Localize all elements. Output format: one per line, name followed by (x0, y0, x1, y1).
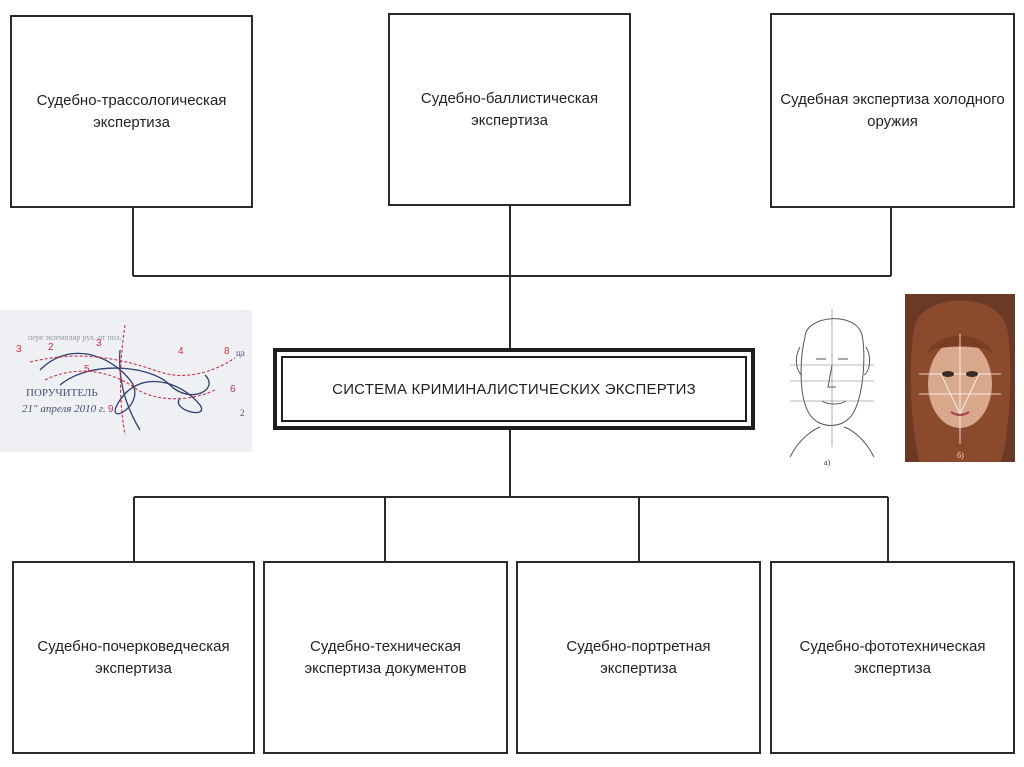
box-handwriting: Судебно-почерковедческая экспертиза (12, 561, 255, 754)
box-phototechnical-line1: Судебно-фототехническая (799, 637, 986, 655)
box-ballistics-line1: Судебно-баллистическая (420, 89, 599, 107)
signature-date: 21" апреля 2010 г. (22, 403, 106, 415)
box-cold-weapons-line2: оружия (867, 112, 918, 130)
portrait-sketch-image: а) (770, 297, 892, 469)
portrait-photo-letter: б) (957, 451, 964, 460)
box-portrait-line1: Судебно-портретная (566, 637, 711, 655)
face-outline (789, 318, 875, 458)
box-portrait-line2: экспертиза (600, 659, 677, 677)
svg-text:8: 8 (224, 346, 230, 357)
box-traceology: Судебно-трассологическая экспертиза (10, 15, 253, 208)
box-document-technical-line1: Судебно-техническая (310, 637, 461, 655)
portrait-sketch-letter: а) (824, 458, 831, 467)
signature-strokes-blue (39, 349, 210, 431)
svg-text:3: 3 (16, 344, 22, 355)
svg-text:9: 9 (108, 404, 114, 415)
svg-text:3: 3 (96, 338, 102, 349)
box-traceology-line2: экспертиза (93, 113, 170, 131)
box-ballistics: Судебно-баллистическая экспертиза (388, 13, 631, 206)
signature-faint-line: пере экземпляр рук. от пол. (28, 333, 122, 342)
signature-side-mark-1: ца (236, 348, 245, 358)
svg-text:2: 2 (48, 342, 54, 353)
box-document-technical-line2: экспертиза документов (304, 659, 467, 677)
signature-side-mark-2: 2 (240, 408, 245, 418)
box-phototechnical-line2: экспертиза (854, 659, 931, 677)
svg-text:5: 5 (84, 364, 90, 375)
box-portrait: Судебно-портретная экспертиза (516, 561, 761, 754)
svg-text:6: 6 (230, 384, 236, 395)
box-ballistics-line2: экспертиза (471, 111, 548, 129)
signature-comparison-image: пере экземпляр рук. от пол. ПОРУЧИТЕЛЬ 2… (0, 310, 252, 452)
box-cold-weapons-line1: Судебная экспертиза холодного (780, 90, 1005, 108)
box-cold-weapons: Судебная экспертиза холодного оружия (770, 13, 1015, 208)
box-handwriting-line2: экспертиза (95, 659, 172, 677)
signature-printed-word: ПОРУЧИТЕЛЬ (26, 387, 98, 399)
svg-text:4: 4 (178, 346, 184, 357)
face-measurement-lines (790, 309, 874, 447)
portrait-photo-image: б) (905, 294, 1015, 462)
central-system-title: СИСТЕМА КРИМИНАЛИСТИЧЕСКИХ ЭКСПЕРТИЗ (332, 380, 696, 398)
box-document-technical: Судебно-техническая экспертиза документов (263, 561, 508, 754)
box-traceology-line1: Судебно-трассологическая (36, 91, 227, 109)
box-phototechnical: Судебно-фототехническая экспертиза (770, 561, 1015, 754)
signature-strokes-red (29, 324, 236, 436)
signature-markers: 3 2 3 4 8 9 6 5 (16, 338, 236, 415)
box-handwriting-line1: Судебно-почерковедческая (37, 637, 230, 655)
central-system-box: СИСТЕМА КРИМИНАЛИСТИЧЕСКИХ ЭКСПЕРТИЗ (273, 348, 755, 430)
